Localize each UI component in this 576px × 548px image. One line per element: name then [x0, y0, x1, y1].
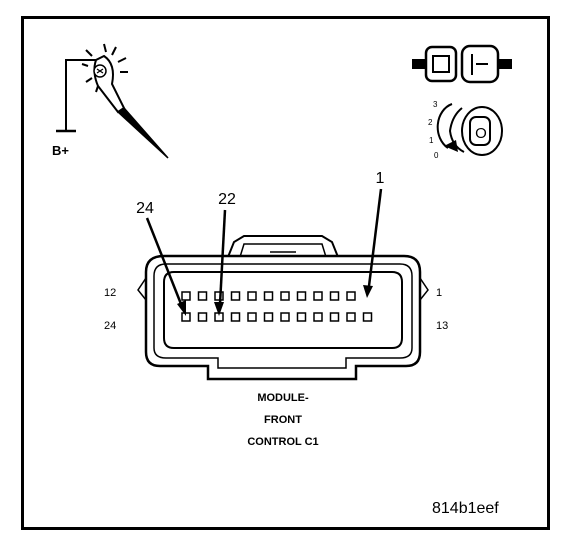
pin-cavity: [197, 312, 208, 322]
caption-line-1: MODULE-: [257, 392, 309, 404]
b-plus-label: B+: [52, 143, 69, 158]
pin-cavity: [247, 312, 257, 322]
ignition-position-2: 2: [428, 118, 433, 127]
pin-cavity: [362, 312, 373, 322]
pin-cavity: [230, 291, 241, 301]
pin-cavity: [313, 291, 323, 301]
callout-label-24: 24: [136, 200, 154, 217]
ignition-position-0: 0: [434, 151, 439, 160]
row-label-top-left: 12: [104, 287, 116, 299]
callout-label-1: 1: [376, 170, 385, 187]
pin-cavity: [181, 291, 191, 301]
ignition-key-label: O: [475, 125, 487, 142]
ignition-position-3: 3: [433, 100, 438, 109]
pin-cavity: [280, 312, 290, 322]
pin-cavity: [197, 291, 208, 301]
pin-cavity: [280, 291, 290, 301]
pin-cavity: [329, 291, 340, 301]
row-label-bottom-left: 24: [104, 320, 116, 332]
callout-arrow-24: [145, 217, 186, 316]
figure-id: 814b1eef: [432, 500, 499, 517]
row-label-bottom-right: 13: [436, 320, 448, 332]
ignition-position-1: 1: [429, 136, 434, 145]
pin-cavity: [313, 312, 323, 322]
pin-cavity: [247, 291, 257, 301]
connector-plug-icon: [412, 44, 512, 84]
pin-cavity: [346, 312, 356, 322]
pin-cavity: [230, 312, 241, 322]
pin-cavity: [296, 291, 307, 301]
row-label-top-right: 1: [436, 287, 442, 299]
ignition-switch-icon: [436, 103, 503, 156]
pin-cavity: [296, 312, 307, 322]
test-light-icon: [56, 43, 169, 159]
pin-cavity: [263, 291, 274, 301]
callout-arrow-22: [214, 209, 227, 316]
pin-cavity: [263, 312, 274, 322]
caption-line-2: FRONT: [264, 414, 302, 426]
caption-line-3: CONTROL C1: [247, 436, 318, 448]
pin-cavity: [346, 291, 356, 301]
callout-label-22: 22: [218, 191, 236, 208]
pin-cavity: [329, 312, 340, 322]
callout-arrow-1: [363, 188, 383, 298]
